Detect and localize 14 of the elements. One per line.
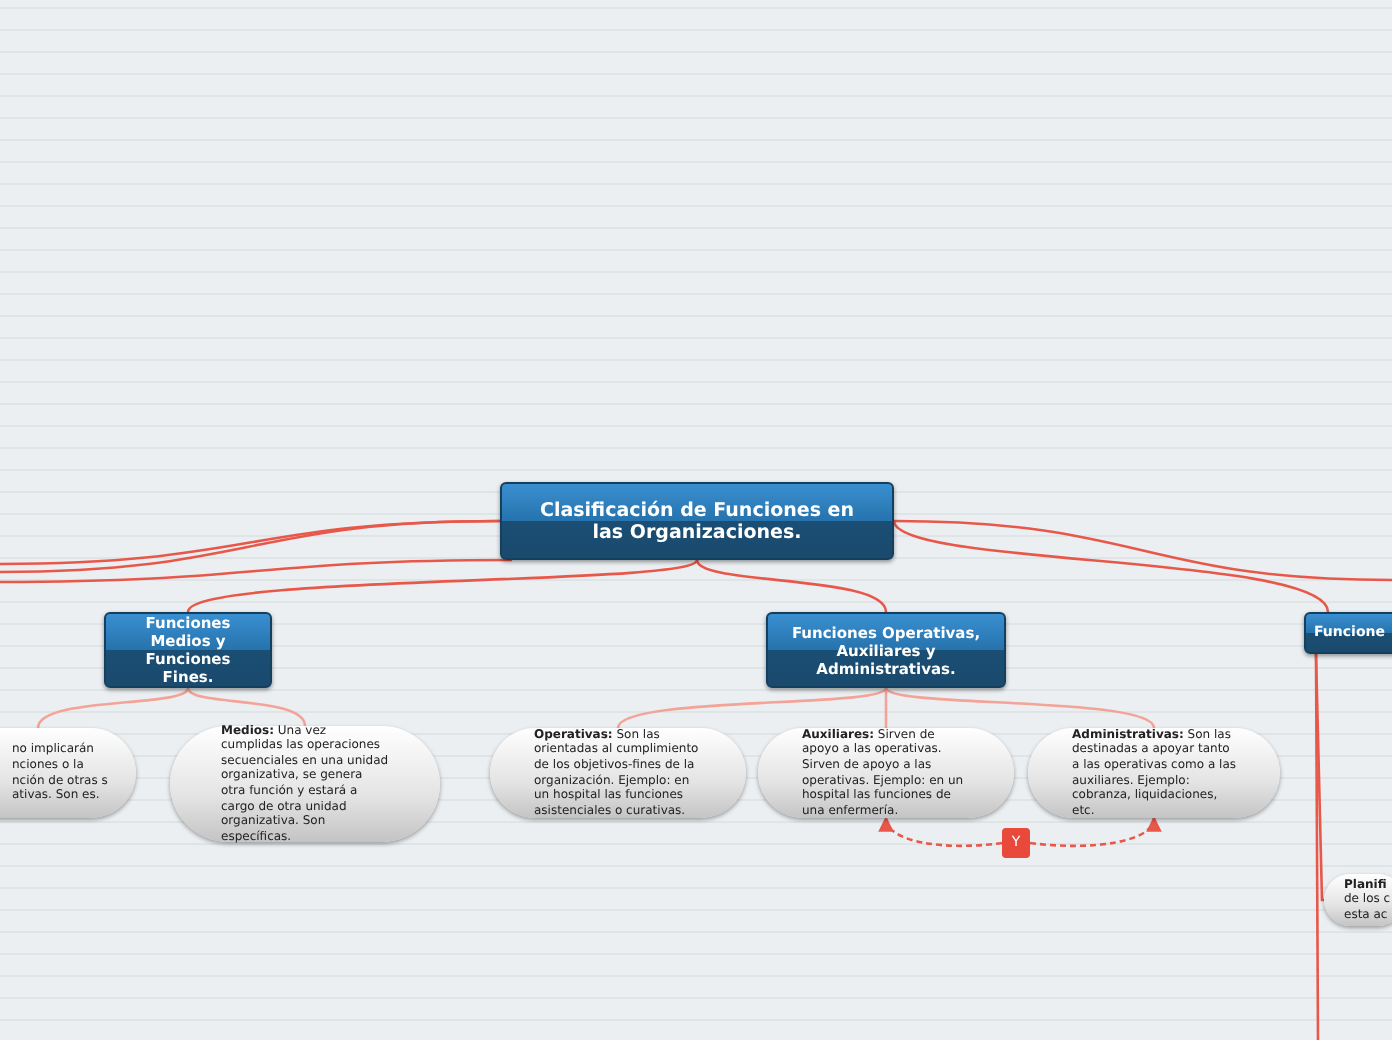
connector-line — [893, 520, 1330, 613]
connector-line — [885, 687, 1156, 729]
connector-line — [186, 687, 307, 727]
connector-line — [187, 558, 698, 613]
connector-line — [1314, 654, 1320, 1040]
connector-line — [695, 559, 888, 613]
connector-line — [36, 687, 190, 729]
connector-line — [884, 688, 888, 728]
topic-box: Clasificación de Funciones en las Organizaciones. — [500, 482, 894, 560]
connector-line — [0, 558, 512, 584]
connector-line — [881, 816, 1003, 848]
connector-line — [616, 687, 887, 729]
connector-line — [893, 519, 1392, 582]
connector-line — [1029, 816, 1159, 848]
